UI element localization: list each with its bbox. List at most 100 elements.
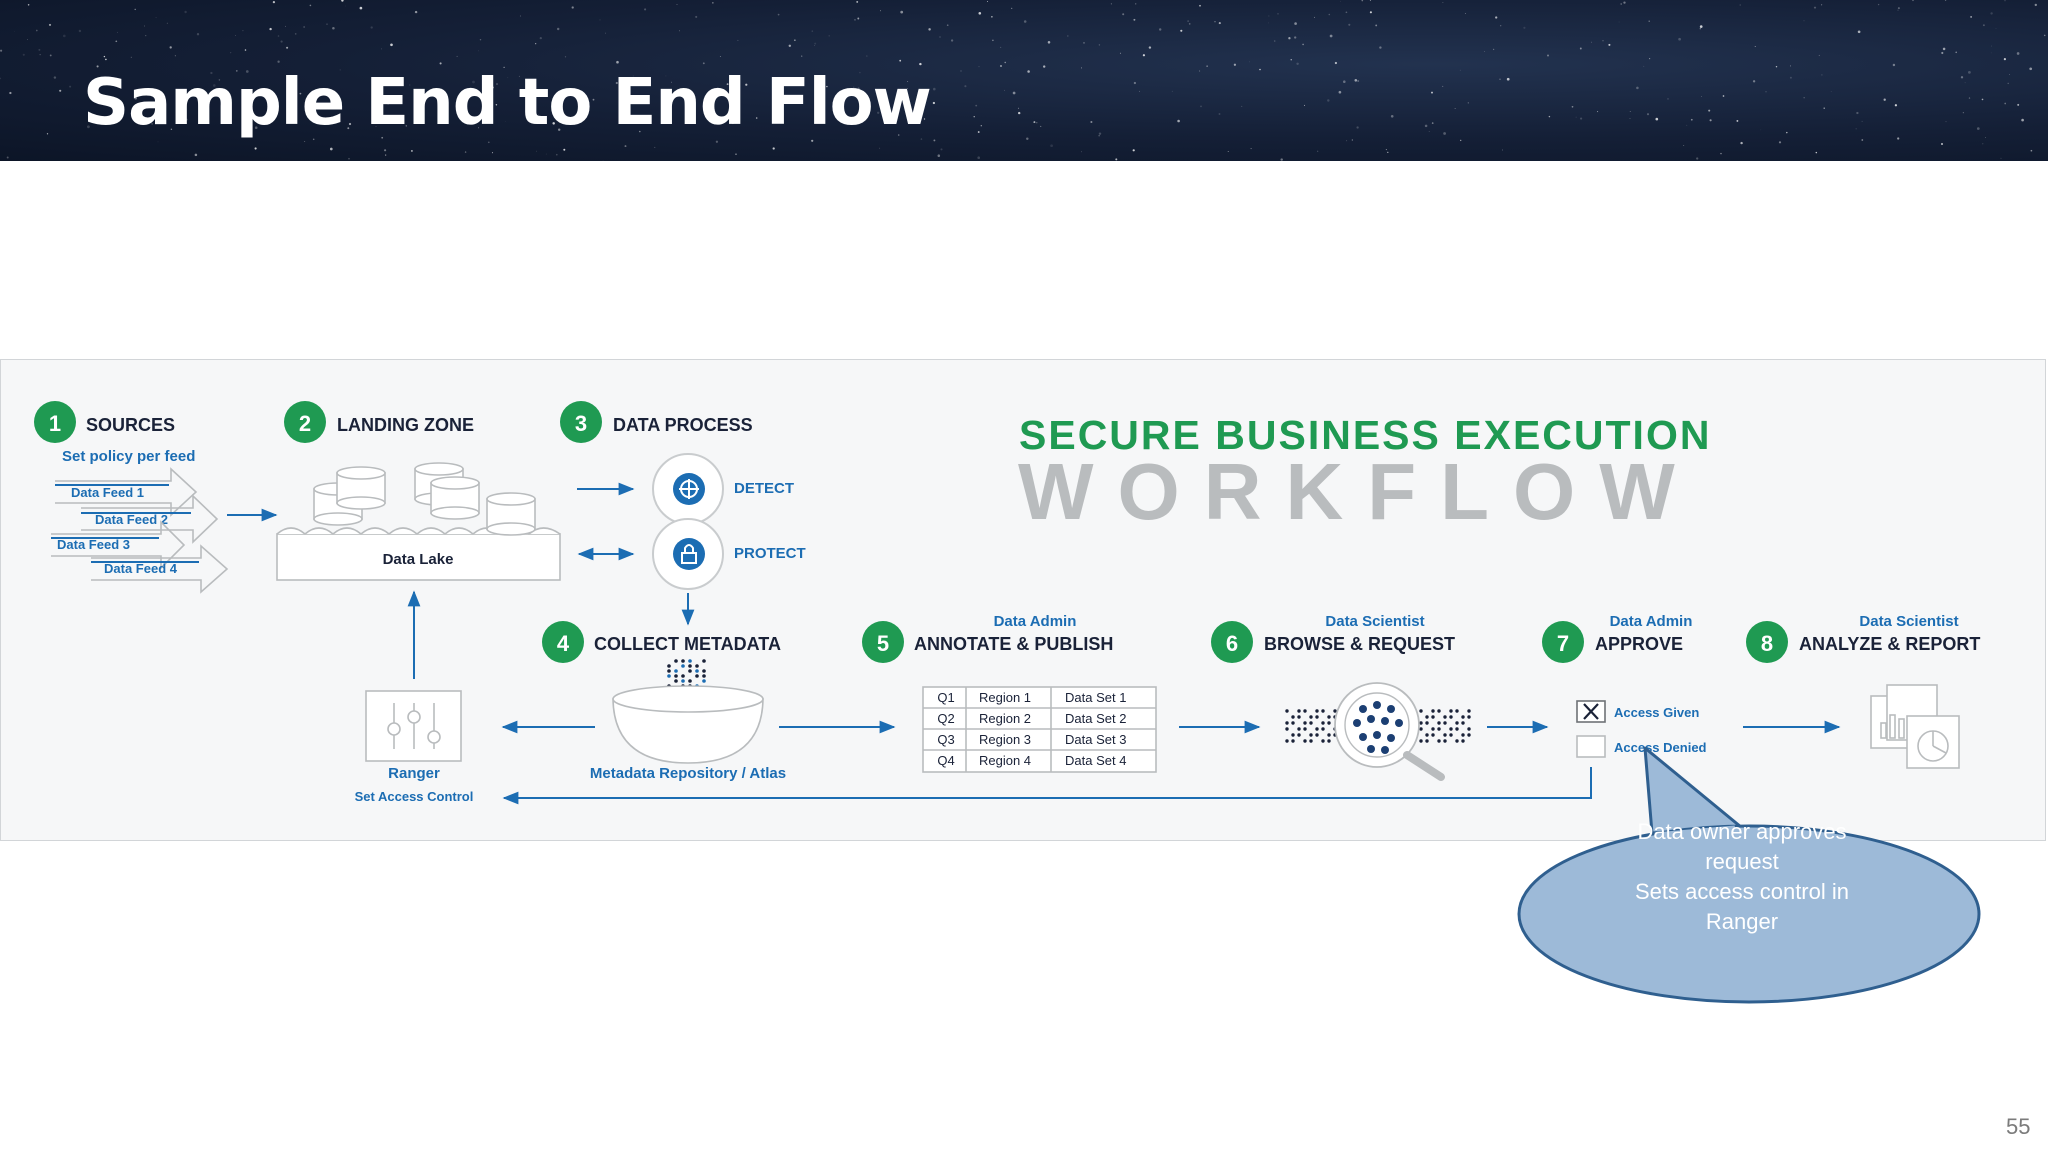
star	[1789, 76, 1792, 79]
dot	[1333, 709, 1337, 713]
star	[2004, 102, 2007, 105]
dot	[1285, 739, 1289, 743]
star	[1897, 137, 1900, 140]
dot	[1443, 733, 1447, 737]
star	[166, 22, 168, 24]
star	[1690, 118, 1693, 121]
star	[1348, 23, 1351, 26]
star	[987, 1, 988, 2]
star	[359, 6, 363, 10]
star	[1000, 46, 1002, 48]
star	[1428, 131, 1430, 132]
star	[212, 84, 216, 87]
slide-title: Sample End to End Flow	[83, 66, 932, 140]
star	[794, 39, 796, 41]
table-cell: Region 3	[979, 732, 1031, 747]
star	[1815, 151, 1818, 154]
star	[1618, 21, 1620, 23]
star	[1067, 35, 1069, 37]
table-cell: Data Set 3	[1065, 732, 1126, 747]
star	[1686, 124, 1688, 126]
dot	[688, 664, 692, 668]
star	[706, 101, 708, 102]
star	[103, 55, 106, 58]
star	[1268, 15, 1270, 17]
star	[1119, 52, 1121, 54]
metadata-repository: Metadata Repository / Atlas	[590, 659, 786, 782]
dot	[1373, 701, 1381, 709]
dot	[1285, 727, 1289, 731]
star	[1720, 152, 1722, 155]
ranger-sublabel: Set Access Control	[355, 789, 474, 804]
dot	[1327, 721, 1331, 725]
dot	[688, 659, 692, 663]
star	[879, 147, 881, 149]
star	[1591, 41, 1593, 43]
star	[49, 54, 52, 57]
star	[1655, 117, 1659, 121]
star	[1699, 25, 1703, 28]
star	[472, 80, 475, 84]
starfield-background	[0, 0, 2046, 161]
star	[1199, 4, 1201, 7]
star	[946, 24, 949, 27]
star	[777, 13, 780, 16]
ranger-node: Ranger Set Access Control	[355, 690, 474, 804]
access-denied-option: Access Denied	[1576, 735, 1707, 758]
star	[1011, 7, 1013, 10]
star	[519, 15, 521, 17]
dot	[1395, 719, 1403, 727]
dot	[1309, 739, 1313, 743]
dot	[1285, 721, 1289, 725]
star	[1803, 20, 1805, 22]
star	[1861, 139, 1864, 141]
star	[280, 40, 283, 43]
star	[1003, 89, 1005, 91]
dot	[1419, 709, 1423, 713]
star	[977, 156, 981, 160]
star	[854, 19, 856, 21]
star	[1036, 122, 1038, 124]
star	[950, 39, 954, 42]
star	[1964, 82, 1966, 84]
step-label: ANNOTATE & PUBLISH	[914, 634, 1113, 654]
dot	[1431, 715, 1435, 719]
star	[1327, 99, 1330, 102]
star	[339, 69, 341, 71]
step-number: 8	[1761, 631, 1773, 656]
star	[348, 157, 350, 160]
star	[1375, 24, 1378, 27]
star	[464, 151, 467, 153]
step-sublabel: Set policy per feed	[62, 448, 195, 465]
dot	[681, 679, 685, 683]
star	[1548, 115, 1551, 118]
star	[1823, 107, 1825, 109]
star	[907, 88, 908, 89]
star	[1329, 34, 1333, 38]
star	[1892, 63, 1896, 67]
star	[857, 87, 860, 90]
star	[1857, 30, 1861, 34]
star	[1012, 91, 1016, 95]
star	[592, 98, 595, 101]
star	[2017, 103, 2020, 106]
star	[899, 59, 902, 62]
star	[505, 121, 507, 122]
star	[2003, 58, 2006, 61]
star	[1760, 129, 1762, 131]
dot	[1387, 734, 1395, 742]
star	[272, 0, 276, 4]
feed-arrow-shape	[55, 467, 198, 517]
star	[1317, 150, 1319, 152]
star	[1506, 77, 1510, 81]
star	[1990, 12, 1993, 15]
star	[347, 127, 350, 130]
star	[564, 56, 567, 58]
step-role: Data Admin	[1610, 613, 1693, 630]
star	[1000, 65, 1002, 67]
star	[1981, 98, 1984, 101]
ranger-label: Ranger	[388, 765, 440, 782]
star	[1464, 13, 1466, 14]
star	[907, 81, 909, 82]
dot	[1431, 709, 1435, 713]
